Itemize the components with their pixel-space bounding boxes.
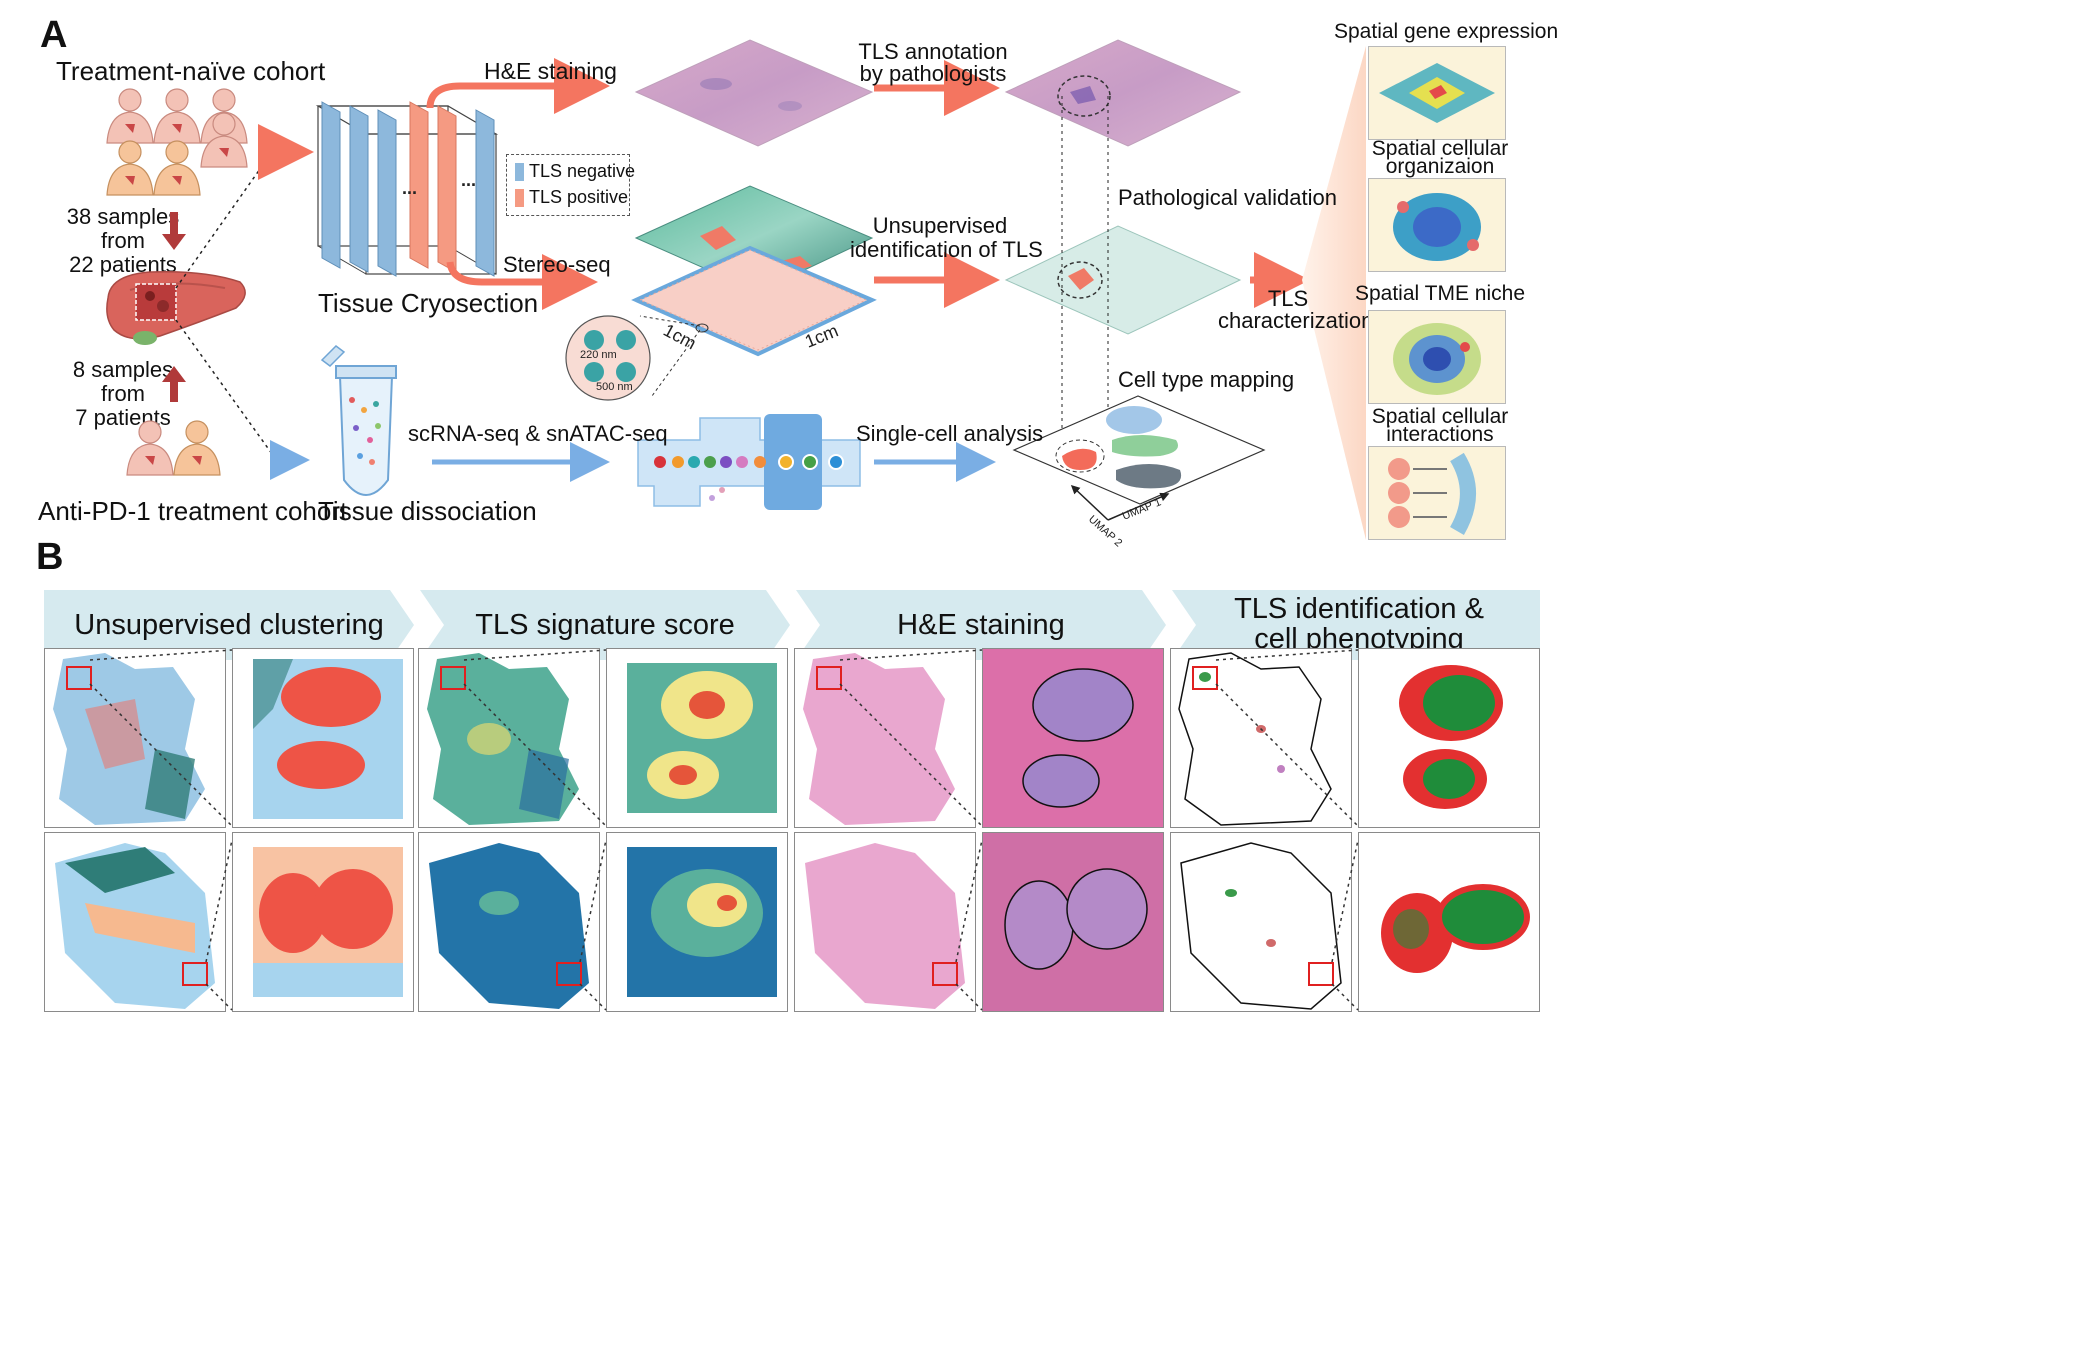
tls-id-zoom-1 xyxy=(1358,648,1540,828)
spot-size-500: 500 nm xyxy=(596,381,633,393)
samples-pd1-text: 8 samples from 7 patients xyxy=(72,357,174,430)
spot-size-220: 220 nm xyxy=(580,349,617,361)
arrow-down-to-liver xyxy=(162,212,186,250)
side-title-gene-expression: Spatial gene expression xyxy=(1334,20,1559,43)
side-box-interactions xyxy=(1368,446,1506,540)
he-staining-label: H&E staining xyxy=(484,58,617,84)
patient-icons-naive xyxy=(106,88,248,196)
unsupervised-tls-slide xyxy=(1004,225,1242,335)
score-zoom-2 xyxy=(606,832,788,1012)
cryosection-slices xyxy=(321,101,495,277)
tissue-dissociation-label: Tissue dissociation xyxy=(318,496,537,526)
umap-plot: UMAP 1 UMAP 2 xyxy=(1012,395,1266,550)
cell-type-mapping-label: Cell type mapping xyxy=(1118,367,1295,392)
legend-swatch-negative xyxy=(515,163,524,181)
test-tube-icon xyxy=(320,345,397,496)
he-zoom-2 xyxy=(982,832,1164,1012)
ellipsis-2: ... xyxy=(461,170,476,190)
step-label-1: Unsupervised clustering xyxy=(74,609,384,641)
zoom-connectors xyxy=(89,649,1359,1011)
score-overview-1 xyxy=(418,648,600,828)
sc-seq-label: scRNA-seq & snATAC-seq xyxy=(408,421,668,446)
arrow-to-he xyxy=(426,58,610,114)
chevron-3 xyxy=(796,590,1166,660)
characterization-fan xyxy=(1302,46,1366,540)
side-box-organization xyxy=(1368,178,1506,272)
tls-id-overview-2 xyxy=(1170,832,1352,1012)
tls-legend: TLS negative TLS positive xyxy=(506,154,635,216)
he-overview-2 xyxy=(794,832,976,1012)
ellipsis-1: ... xyxy=(402,178,417,198)
tls-id-zoom-2 xyxy=(1358,832,1540,1012)
legend-negative-label: TLS negative xyxy=(529,161,636,181)
step-label-2: TLS signature score xyxy=(475,609,735,641)
he-zoom-1 xyxy=(982,648,1164,828)
unsupervised-identification-label: Unsupervised identification of TLS xyxy=(850,213,1043,262)
panel-a-letter: A xyxy=(40,14,68,56)
panel-a-drawing: ... ... 1cm 1cm xyxy=(106,39,1366,550)
score-overview-2 xyxy=(418,832,600,1012)
step-chevrons: Unsupervised clustering TLS signature sc… xyxy=(44,590,1540,660)
tls-characterization-label: TLS characterization xyxy=(1218,286,1374,333)
liver-icon xyxy=(106,270,246,345)
legend-positive-label: TLS positive xyxy=(529,187,629,207)
side-box-tme-niche xyxy=(1368,310,1506,404)
cohort-naive-label: Treatment-naïve cohort xyxy=(56,56,326,86)
clustering-zoom-1 xyxy=(232,648,414,828)
stereo-seq-slide: 1cm 1cm xyxy=(631,185,877,357)
chevron-2 xyxy=(420,590,790,660)
umap-2-label: UMAP 2 xyxy=(1086,513,1124,549)
arrow-to-stereo xyxy=(446,254,598,310)
chip-magnifier: 220 nm 500 nm xyxy=(565,315,709,401)
stereo-seq-label: Stereo-seq xyxy=(503,252,611,277)
clustering-overview-1 xyxy=(44,648,226,828)
arrow-up-to-liver xyxy=(162,366,186,402)
cohort-pd1-label: Anti-PD-1 treatment cohort xyxy=(38,496,348,526)
he-slide xyxy=(634,39,874,147)
side-title-tme-niche: Spatial TME niche xyxy=(1354,282,1526,305)
tls-annotation-label: TLS annotation by pathologists xyxy=(858,39,1008,86)
clustering-zoom-2 xyxy=(232,832,414,1012)
chevron-4 xyxy=(1172,590,1540,660)
tissue-cryosection-label: Tissue Cryosection xyxy=(318,288,539,318)
step-label-3: H&E staining xyxy=(897,609,1065,641)
patient-icons-pd1 xyxy=(126,420,221,476)
annotated-he-slide xyxy=(1004,39,1242,147)
side-title-organization: Spatial cellular organizaion xyxy=(1371,137,1509,178)
microfluidic-chip xyxy=(637,414,861,510)
pathological-validation-label: Pathological validation xyxy=(1118,185,1337,210)
panel-b-letter: B xyxy=(36,536,64,578)
dotted-line-lower xyxy=(175,319,276,459)
legend-swatch-positive xyxy=(515,189,524,207)
clustering-overview-2 xyxy=(44,832,226,1012)
side-box-gene-expression xyxy=(1368,46,1506,140)
samples-naive-text: 38 samples from 22 patients xyxy=(66,204,180,277)
score-zoom-1 xyxy=(606,648,788,828)
he-overview-1 xyxy=(794,648,976,828)
side-title-interactions: Spatial cellular interactions xyxy=(1371,405,1509,446)
single-cell-analysis-label: Single-cell analysis xyxy=(856,421,1044,446)
chevron-1 xyxy=(44,590,414,660)
tls-id-overview-1 xyxy=(1170,648,1352,828)
